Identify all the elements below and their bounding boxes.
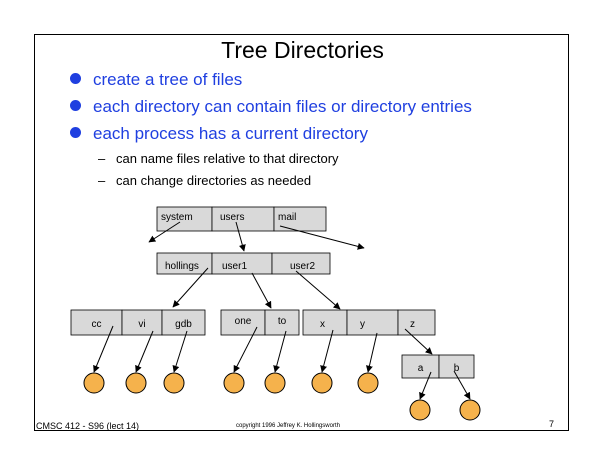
slide-title: Tree Directories <box>221 37 384 63</box>
file-node-icon <box>83 372 105 394</box>
page-number: 7 <box>549 419 555 429</box>
directory-entry-label: user1 <box>222 261 247 272</box>
file-node-icon <box>125 372 147 394</box>
users-cell <box>271 252 331 275</box>
file-node-icon <box>311 372 333 394</box>
bullet-3: each process has a current directory <box>70 124 368 144</box>
directory-entry-label: y <box>360 319 365 330</box>
bullet-3-text: each process has a current directory <box>93 124 368 143</box>
file-node-icon <box>264 372 286 394</box>
sub-bullet-1: –can name files relative to that directo… <box>98 151 339 166</box>
hollings-cell <box>161 309 206 336</box>
tree-edge-arrow <box>419 371 432 400</box>
root-cell <box>156 206 213 232</box>
tree-edge-arrow <box>320 329 334 373</box>
sub-bullet-2-text: can change directories as needed <box>116 173 312 188</box>
user2-cell <box>397 309 436 336</box>
directory-entry-label: user2 <box>290 261 315 272</box>
directory-entry-label: a <box>418 363 424 374</box>
bullet-dot-icon <box>70 100 81 111</box>
file-node-icon <box>357 372 379 394</box>
bullet-1: create a tree of files <box>70 70 242 90</box>
bullet-dot-icon <box>70 127 81 138</box>
directory-entry-label: x <box>320 319 325 330</box>
tree-edge-arrow <box>233 326 258 373</box>
dash-icon: – <box>98 151 106 166</box>
user1-cell <box>264 309 300 336</box>
z-cell <box>438 354 475 379</box>
tree-edge-arrow <box>172 330 188 373</box>
footer-copyright: copyright 1996 Jeffrey K. Hollingsworth <box>236 423 340 429</box>
bullet-2-text: each directory can contain files or dire… <box>93 97 472 116</box>
tree-edge-arrow <box>295 270 341 310</box>
file-node-icon <box>459 399 481 421</box>
root-cell <box>211 206 275 232</box>
directory-entry-label: to <box>278 316 287 327</box>
directory-entry-label: cc <box>92 319 102 330</box>
user2-cell <box>346 309 399 336</box>
sub-bullet-2: –can change directories as needed <box>98 173 311 188</box>
sub-bullet-1-text: can name files relative to that director… <box>116 151 339 166</box>
directory-entry-label: mail <box>278 212 296 223</box>
tree-edge-arrow <box>172 267 209 308</box>
tree-edge-arrow <box>148 221 181 243</box>
dash-icon: – <box>98 173 106 188</box>
directory-entry-label: z <box>410 319 415 330</box>
tree-edge-arrow <box>235 221 246 252</box>
file-node-icon <box>223 372 245 394</box>
directory-entry-label: vi <box>138 319 145 330</box>
bullet-1-text: create a tree of files <box>93 70 243 89</box>
slide-frame <box>34 34 569 431</box>
bullet-2: each directory can contain files or dire… <box>70 97 472 117</box>
bullet-dot-icon <box>70 73 81 84</box>
file-node-icon <box>163 372 185 394</box>
footer-course: CMSC 412 - S96 (lect 14) <box>36 421 140 431</box>
directory-entry-label: one <box>235 316 252 327</box>
directory-entry-label: users <box>220 212 244 223</box>
hollings-cell <box>70 309 123 336</box>
user2-cell <box>302 309 348 336</box>
user1-cell <box>220 309 266 336</box>
directory-entry-label: gdb <box>175 319 192 330</box>
tree-edge-arrow <box>273 330 287 373</box>
hollings-cell <box>121 309 163 336</box>
directory-entry-label: hollings <box>165 261 199 272</box>
tree-edge-arrow <box>279 225 365 250</box>
directory-entry-label: system <box>161 212 193 223</box>
tree-edge-arrow <box>404 328 433 355</box>
file-node-icon <box>409 399 431 421</box>
tree-edge-arrow <box>366 332 378 373</box>
tree-edge-arrow <box>93 325 114 373</box>
directory-entry-label: b <box>454 363 460 374</box>
tree-edge-arrow <box>453 370 471 400</box>
tree-edge-arrow <box>135 330 154 373</box>
tree-edge-arrow <box>251 272 272 309</box>
